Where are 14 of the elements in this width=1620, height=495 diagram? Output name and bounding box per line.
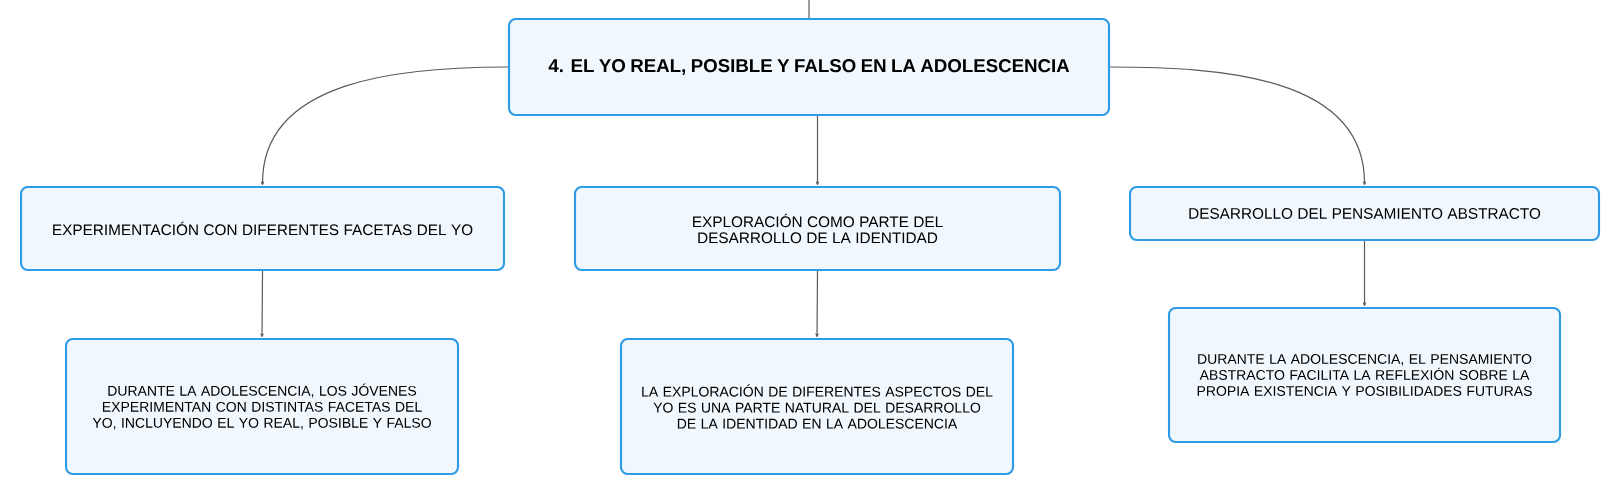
topic-box: DESARROLLO DEL PENSAMIENTO ABSTRACTO: [1128, 185, 1601, 242]
connector: [1109, 66, 1367, 186]
connector: [808, 0, 810, 19]
connector: [815, 270, 819, 338]
connector: [1362, 240, 1367, 307]
subtopic-box: LA EXPLORACIÓN DE DIFERENTES ASPECTOS DEL YO ES UNA PARTE NATURAL DEL DESARROLLO DE LA IDENTIDAD EN LA ADOLESCENCIA: [619, 337, 1015, 476]
topic-box: EXPLORACIÓN COMO PARTE DEL DESARROLLO DE LA IDENTIDAD: [573, 185, 1062, 272]
subtopic-box: DURANTE LA ADOLESCENCIA, LOS JÓVENES EXPERIMENTAN CON DISTINTAS FACETAS DEL YO, INCLUYENDO EL YO REAL, POSIBLE Y FALSO: [64, 337, 460, 476]
subtopic-box: DURANTE LA ADOLESCENCIA, EL PENSAMIENTO ABSTRACTO FACILITA LA REFLEXIÓN SOBRE LA PROPIA EXISTENCIA Y POSIBILIDADES FUTURAS: [1167, 306, 1562, 444]
title-box: 4. EL YO REAL, POSIBLE Y FALSO EN LA ADOLESCENCIA: [507, 17, 1111, 117]
connector: [815, 115, 820, 186]
connector: [260, 66, 509, 186]
topic-box: EXPERIMENTACIÓN CON DIFERENTES FACETAS DEL YO: [19, 185, 506, 272]
connector: [260, 270, 264, 338]
